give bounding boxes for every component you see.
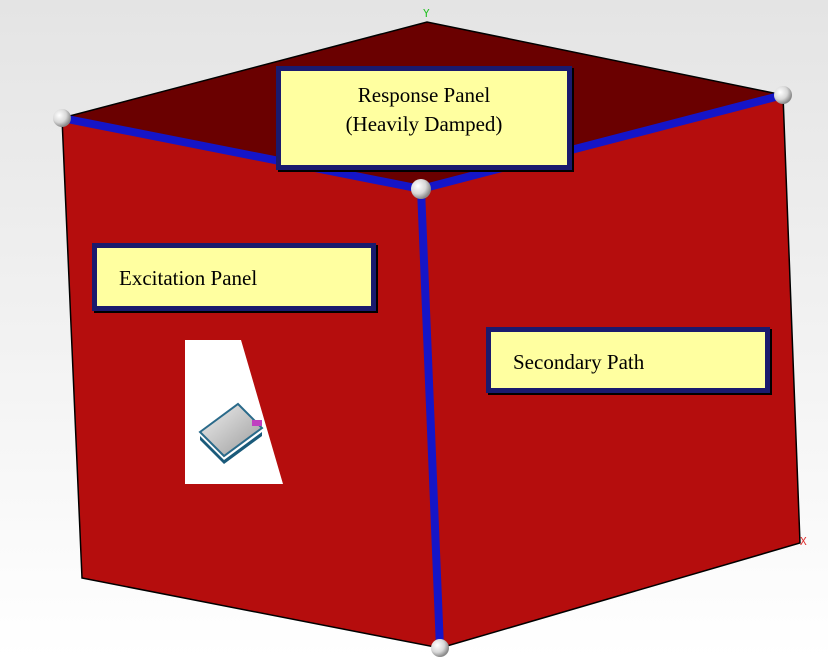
- excitation-label-text: Excitation Panel: [119, 266, 258, 290]
- y-axis-label: Y: [423, 7, 430, 20]
- beam-edges: [58, 91, 787, 652]
- secondary-label-text: Secondary Path: [513, 350, 645, 374]
- node-center: [411, 179, 431, 199]
- panel-thumbnail-icon: [185, 340, 283, 484]
- response-label-line2: (Heavily Damped): [345, 112, 503, 137]
- node-bottom: [431, 639, 449, 657]
- node-left: [53, 109, 71, 127]
- excitation-panel-label: Excitation Panel: [92, 243, 376, 311]
- secondary-path-label: Secondary Path: [486, 327, 770, 393]
- response-panel-label: Response Panel (Heavily Damped): [276, 66, 572, 170]
- node-right: [774, 86, 792, 104]
- x-axis-label: X: [800, 535, 807, 548]
- response-label-line1: Response Panel: [357, 83, 491, 107]
